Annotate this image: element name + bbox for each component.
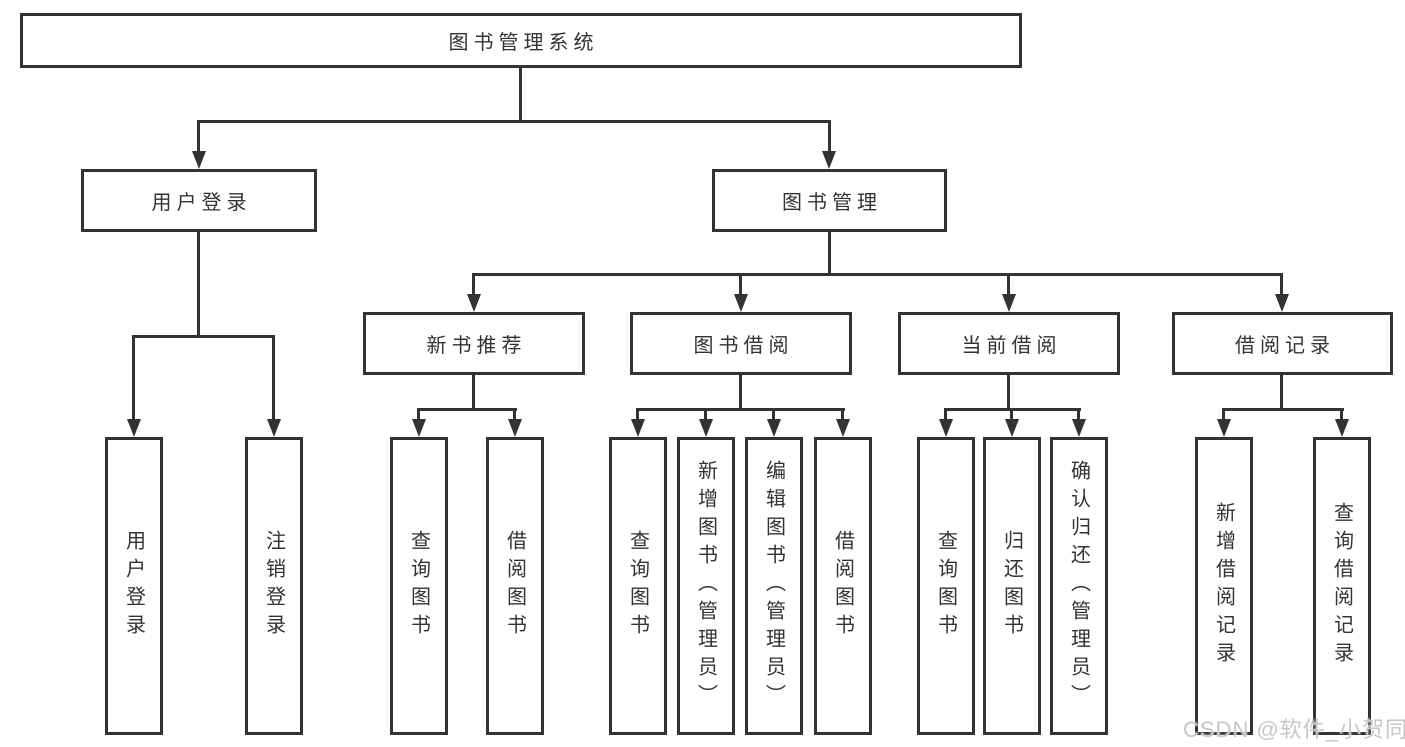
leaf-add-borrow-record: 新增借阅记录 <box>1195 437 1253 735</box>
edge-line <box>1222 408 1225 422</box>
edge-line <box>739 375 742 408</box>
edge-line <box>472 375 475 408</box>
leaf-confirm-return-admin: 确认归还（管理员） <box>1050 437 1108 735</box>
leaf-query-books-recommend: 查询图书 <box>390 437 448 735</box>
edge-line <box>704 408 707 422</box>
node-book-borrowing: 图书借阅 <box>630 312 852 375</box>
arrowhead-icon <box>1335 419 1349 437</box>
node-library-management-system: 图书管理系统 <box>20 13 1022 68</box>
edge-line <box>198 120 831 123</box>
edge-line <box>513 408 516 422</box>
edge-line <box>197 120 200 153</box>
edge-line <box>1340 408 1343 422</box>
leaf-user-login: 用户登录 <box>105 437 163 735</box>
edge-line <box>828 232 831 273</box>
edge-line <box>417 408 420 422</box>
edge-line <box>841 408 844 422</box>
arrowhead-icon <box>1217 419 1231 437</box>
edge-line <box>636 408 845 411</box>
edge-line <box>1222 408 1344 411</box>
edge-line <box>1010 408 1013 422</box>
node-borrowing-records: 借阅记录 <box>1172 312 1393 375</box>
arrowhead-icon <box>734 294 748 312</box>
edge-line <box>772 408 775 422</box>
watermark: CSDN @软件_小贺同学 <box>1183 717 1405 742</box>
arrowhead-icon <box>267 419 281 437</box>
node-book-management: 图书管理 <box>712 169 947 232</box>
edge-line <box>472 273 475 296</box>
leaf-logout: 注销登录 <box>245 437 303 735</box>
edge-line <box>739 273 742 296</box>
edge-line <box>828 120 831 153</box>
edge-line <box>472 273 1283 276</box>
leaf-add-book-admin: 新增图书（管理员） <box>677 437 735 735</box>
arrowhead-icon <box>822 151 836 169</box>
edge-line <box>1280 375 1283 408</box>
arrowhead-icon <box>1005 419 1019 437</box>
arrowhead-icon <box>1002 294 1016 312</box>
node-user-login: 用户登录 <box>81 169 317 232</box>
leaf-borrow-books-borrowing: 借阅图书 <box>814 437 872 735</box>
arrowhead-icon <box>631 419 645 437</box>
leaf-return-books: 归还图书 <box>983 437 1041 735</box>
leaf-edit-book-admin: 编辑图书（管理员） <box>745 437 803 735</box>
arrowhead-icon <box>467 294 481 312</box>
edge-line <box>197 232 200 335</box>
edge-line <box>272 335 275 421</box>
arrowhead-icon <box>127 419 141 437</box>
edge-line <box>636 408 639 422</box>
arrowhead-icon <box>939 419 953 437</box>
arrowhead-icon <box>1072 419 1086 437</box>
leaf-borrow-books-recommend: 借阅图书 <box>486 437 544 735</box>
arrowhead-icon <box>508 419 522 437</box>
arrowhead-icon <box>836 419 850 437</box>
edge-line <box>519 68 522 120</box>
arrowhead-icon <box>699 419 713 437</box>
node-new-book-recommendation: 新书推荐 <box>363 312 585 375</box>
edge-line <box>132 335 135 421</box>
leaf-query-borrow-record: 查询借阅记录 <box>1313 437 1371 735</box>
edge-line <box>1280 273 1283 296</box>
arrowhead-icon <box>412 419 426 437</box>
arrowhead-icon <box>767 419 781 437</box>
edge-line <box>1007 273 1010 296</box>
arrowhead-icon <box>1275 294 1289 312</box>
edge-line <box>1077 408 1080 422</box>
edge-line <box>944 408 947 422</box>
node-current-borrowing: 当前借阅 <box>898 312 1120 375</box>
edge-line <box>1007 375 1010 408</box>
edge-line <box>417 408 517 411</box>
arrowhead-icon <box>192 151 206 169</box>
edge-line <box>132 335 275 338</box>
leaf-query-books-borrowing: 查询图书 <box>609 437 667 735</box>
leaf-query-books-current: 查询图书 <box>917 437 975 735</box>
